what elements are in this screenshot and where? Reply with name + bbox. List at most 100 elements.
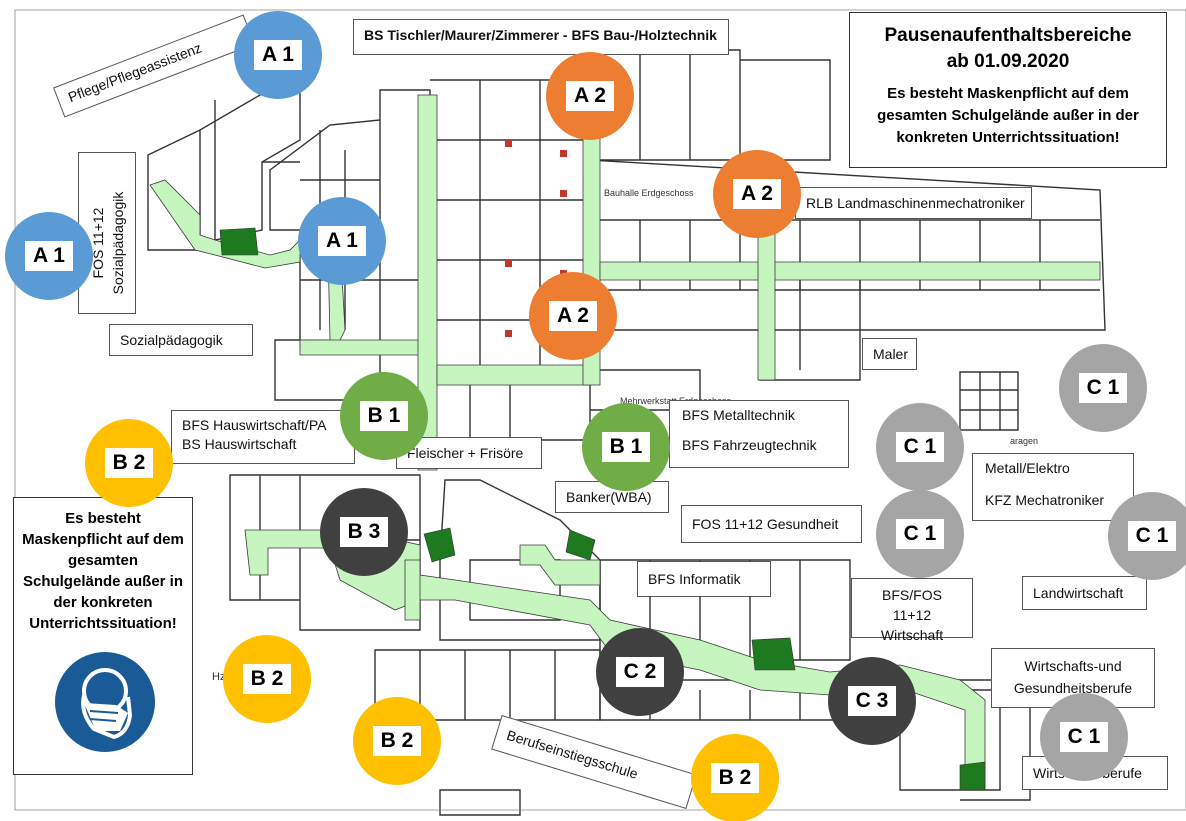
marker (505, 140, 512, 147)
zone-b2-left: B 2 (85, 419, 173, 507)
label-wirtschafts-gesundheit-line-1: Wirtschafts-und (1024, 658, 1122, 674)
zone-b2-bottom-right-label: B 2 (710, 763, 760, 793)
zone-b2-bottom-label: B 2 (372, 726, 422, 756)
wall-east-inner (600, 219, 1100, 291)
corridor-left-horizontal (299, 339, 431, 356)
zone-b2-left-label: B 2 (104, 448, 154, 478)
corridor-main-north-south (417, 94, 438, 471)
corridor-sw (244, 529, 331, 576)
label-fos-gesundheit: FOS 11+12 Gesundheit (681, 505, 862, 543)
label-bs-tischler: BS Tischler/Maurer/Zimmerer - BFS Bau-/H… (353, 19, 729, 55)
label-bfs-hauswirtschaft: BFS Hauswirtschaft/PA BS Hauswirtschaft (171, 410, 355, 464)
label-sozialpaedagogik: Sozialpädagogik (109, 324, 253, 356)
wall-bottom-small (439, 789, 521, 816)
mask-notice-box: Es besteht Maskenpflicht auf dem gesamte… (13, 497, 193, 775)
zone-c2: C 2 (596, 628, 684, 716)
title-line-1: Pausenaufenthaltsbereiche (884, 25, 1132, 46)
label-fos-sozial-line-2: Sozialpädagogik (110, 191, 126, 295)
stairwell-east (565, 529, 596, 561)
label-bfs-metall-line-2: BFS Fahrzeugtechnik (682, 437, 817, 453)
wall-nw-wing (147, 89, 301, 251)
title-box: Pausenaufenthaltsbereiche ab 01.09.2020 … (849, 12, 1167, 168)
corridor-center-south (436, 364, 591, 386)
label-metall-elektro-line-2: KFZ Mechatroniker (985, 492, 1105, 508)
wall-east-wing (589, 159, 1106, 331)
zone-a1-center-label: A 1 (318, 226, 366, 256)
label-rlb: RLB Landmaschinenmechatroniker (795, 187, 1032, 219)
label-bfs-metall-line-1: BFS Metalltechnik (682, 407, 795, 423)
zone-a2-mid-label: A 2 (549, 301, 597, 331)
plan-label-garagen: aragen (1010, 436, 1038, 446)
zone-b2-bottom: B 2 (353, 697, 441, 785)
zone-b1-right: B 1 (582, 403, 670, 491)
zone-b1-left-label: B 1 (359, 401, 409, 431)
label-landwirtschaft: Landwirtschaft (1022, 576, 1147, 610)
corridor-hall-east (519, 544, 601, 586)
label-bfs-fos-wirtschaft: BFS/FOS 11+12 Wirtschaft (851, 578, 973, 643)
label-bfs-informatik: BFS Informatik (637, 561, 771, 597)
corridor-hall-west (404, 559, 421, 621)
label-bfs-hw-line-2: BS Hauswirtschaft (182, 436, 297, 452)
stairwell-nw (219, 227, 259, 256)
label-wirtschafts-gesundheit-line-2: Gesundheitsberufe (1013, 680, 1133, 696)
zone-c1-d-label: C 1 (1127, 521, 1177, 551)
stairwell-west (423, 527, 456, 563)
wall-nw-inner (199, 100, 300, 250)
zone-b3: B 3 (320, 488, 408, 576)
label-fleischer: Fleischer + Frisöre (396, 437, 542, 469)
zone-c1-c: C 1 (876, 490, 964, 578)
plan-label-hz: Hz (212, 671, 225, 683)
label-bfs-fos-wirtschaft-line-2: Wirtschaft (880, 627, 944, 643)
title-line-2: ab 01.09.2020 (946, 51, 1070, 72)
stairwell-far-east (959, 761, 986, 791)
zone-c1-b-label: C 1 (895, 432, 945, 462)
stairwell-south-east (751, 637, 796, 671)
label-fos-sozial: FOS 11+12 Sozialpädagogik (78, 152, 136, 314)
zone-c1-a-label: C 1 (1078, 373, 1128, 403)
zone-c1-d: C 1 (1108, 492, 1186, 580)
zone-a1-top-label: A 1 (254, 40, 302, 70)
zone-a1-top: A 1 (234, 11, 322, 99)
plan-label-bauhalle: Bauhalle Erdgeschoss (604, 188, 694, 198)
label-metall-elektro: Metall/Elektro KFZ Mechatroniker (972, 453, 1134, 521)
corridor-east (599, 261, 1101, 281)
zone-c3-label: C 3 (847, 686, 897, 716)
label-bfs-fos-wirtschaft-line-1: BFS/FOS 11+12 (882, 587, 942, 623)
zone-c1-e: C 1 (1040, 693, 1128, 781)
zone-b1-left: B 1 (340, 372, 428, 460)
zone-a2-top-label: A 2 (566, 81, 614, 111)
zone-c1-e-label: C 1 (1059, 722, 1109, 752)
zone-b2-lower-left: B 2 (223, 635, 311, 723)
label-maler: Maler (862, 338, 917, 370)
zone-a1-left: A 1 (5, 212, 93, 300)
marker (505, 260, 512, 267)
zone-b1-right-label: B 1 (601, 432, 651, 462)
zone-b2-lower-left-label: B 2 (242, 664, 292, 694)
label-bfs-metall: BFS Metalltechnik BFS Fahrzeugtechnik (669, 400, 849, 468)
label-bfs-hw-line-1: BFS Hauswirtschaft/PA (182, 417, 327, 433)
zone-a1-center: A 1 (298, 197, 386, 285)
zone-b2-bottom-right: B 2 (691, 734, 779, 821)
title-notice: Es besteht Maskenpflicht auf dem gesamte… (877, 85, 1139, 146)
zone-c2-label: C 2 (615, 657, 665, 687)
zone-a1-left-label: A 1 (25, 241, 73, 271)
wall-garages (959, 371, 1019, 431)
zone-c1-c-label: C 1 (895, 519, 945, 549)
marker (505, 330, 512, 337)
marker (560, 190, 567, 197)
mask-notice-text: Es besteht Maskenpflicht auf dem gesamte… (22, 510, 184, 632)
stairwells (219, 227, 986, 791)
zone-c3: C 3 (828, 657, 916, 745)
label-metall-elektro-line-1: Metall/Elektro (985, 460, 1070, 476)
face-mask-icon (55, 652, 155, 752)
zone-c1-a: C 1 (1059, 344, 1147, 432)
zone-c1-b: C 1 (876, 403, 964, 491)
zone-a2-right: A 2 (713, 150, 801, 238)
corridor-east-vertical (757, 214, 776, 381)
label-wirtschafts-gesundheit: Wirtschafts-und Gesundheitsberufe (991, 648, 1155, 708)
zone-b3-label: B 3 (339, 517, 389, 547)
zone-a2-mid: A 2 (529, 272, 617, 360)
marker (560, 150, 567, 157)
wall-se-block (599, 559, 851, 661)
